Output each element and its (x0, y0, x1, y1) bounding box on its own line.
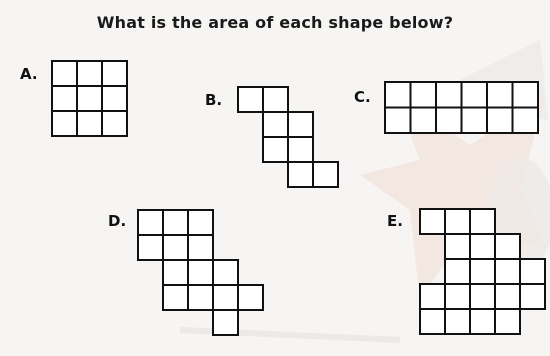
grid-square (495, 234, 520, 259)
grid-square (188, 260, 213, 285)
grid-square (445, 259, 470, 284)
grid-square (436, 108, 462, 134)
grid-square (313, 162, 338, 187)
grid-square (238, 87, 263, 112)
grid-square (263, 112, 288, 137)
grid-square (445, 234, 470, 259)
grid-square (52, 86, 77, 111)
grid-square (288, 137, 313, 162)
grid-square (445, 309, 470, 334)
shape-e-grid (420, 209, 545, 334)
grid-square (188, 235, 213, 260)
grid-square (495, 284, 520, 309)
grid-square (513, 82, 539, 108)
grid-square (188, 210, 213, 235)
grid-square (495, 259, 520, 284)
grid-square (52, 111, 77, 136)
grid-square (188, 285, 213, 310)
grid-square (213, 285, 238, 310)
grid-square (263, 87, 288, 112)
grid-square (470, 209, 495, 234)
grid-square (138, 210, 163, 235)
grid-square (420, 309, 445, 334)
grid-square (411, 108, 437, 134)
shape-c-grid (385, 82, 538, 133)
shape-d-grid (138, 210, 263, 335)
grid-square (411, 82, 437, 108)
shape-a-grid (52, 61, 127, 136)
grid-square (470, 234, 495, 259)
grid-square (436, 82, 462, 108)
grid-square (445, 284, 470, 309)
grid-square (487, 82, 513, 108)
grid-square (470, 309, 495, 334)
shape-b-grid (238, 87, 338, 187)
grid-square (77, 61, 102, 86)
grid-square (77, 111, 102, 136)
grid-square (163, 285, 188, 310)
grid-square (138, 235, 163, 260)
grid-square (102, 86, 127, 111)
grid-square (385, 108, 411, 134)
grid-square (513, 108, 539, 134)
grid-square (288, 162, 313, 187)
grid-square (520, 259, 545, 284)
grid-square (520, 284, 545, 309)
grid-square (213, 260, 238, 285)
grid-square (163, 210, 188, 235)
grid-square (102, 61, 127, 86)
grid-square (470, 259, 495, 284)
grid-square (288, 112, 313, 137)
grid-square (163, 235, 188, 260)
grid-square (213, 310, 238, 335)
grid-square (462, 108, 488, 134)
grid-square (77, 86, 102, 111)
grid-square (420, 284, 445, 309)
grid-square (487, 108, 513, 134)
grid-square (385, 82, 411, 108)
grid-square (445, 209, 470, 234)
grid-square (163, 260, 188, 285)
grid-square (102, 111, 127, 136)
grid-square (495, 309, 520, 334)
grid-square (263, 137, 288, 162)
grid-square (462, 82, 488, 108)
grid-square (238, 285, 263, 310)
grid-square (420, 209, 445, 234)
grid-square (470, 284, 495, 309)
grid-square (52, 61, 77, 86)
